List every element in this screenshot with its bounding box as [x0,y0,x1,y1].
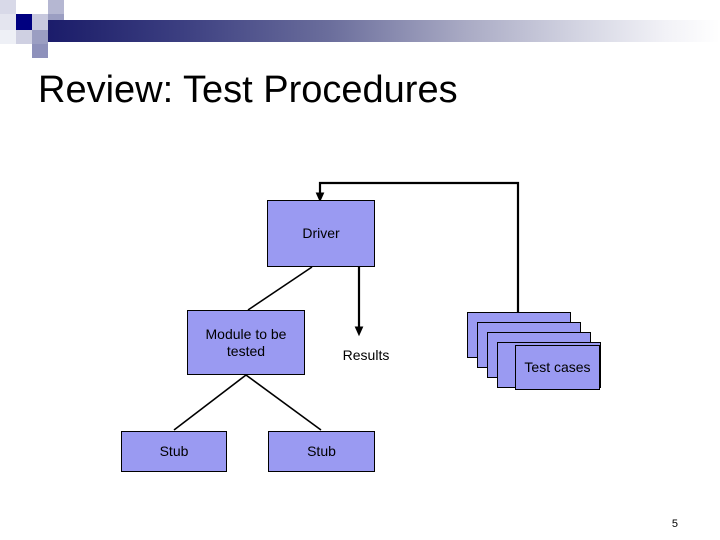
deco-square [0,14,16,30]
header-decoration [0,0,720,58]
header-gradient-bar [48,20,720,42]
label-results: Results [342,347,390,363]
deco-square-dark [16,14,32,30]
page-number: 5 [671,518,678,530]
deco-square [32,44,48,58]
deco-square [32,14,48,30]
deco-square [0,0,16,14]
node-stub-left[interactable]: Stub [121,431,227,472]
node-test-cases[interactable]: Test cases [515,345,600,390]
node-module-to-be-tested[interactable]: Module to be tested [187,310,305,375]
node-stub-right[interactable]: Stub [268,431,375,472]
deco-square [48,14,64,20]
page-title: Review: Test Procedures [38,69,458,111]
node-driver[interactable]: Driver [267,200,375,267]
deco-square [48,0,64,14]
deco-square [32,30,48,44]
deco-square [16,30,32,44]
deco-square [0,30,16,44]
